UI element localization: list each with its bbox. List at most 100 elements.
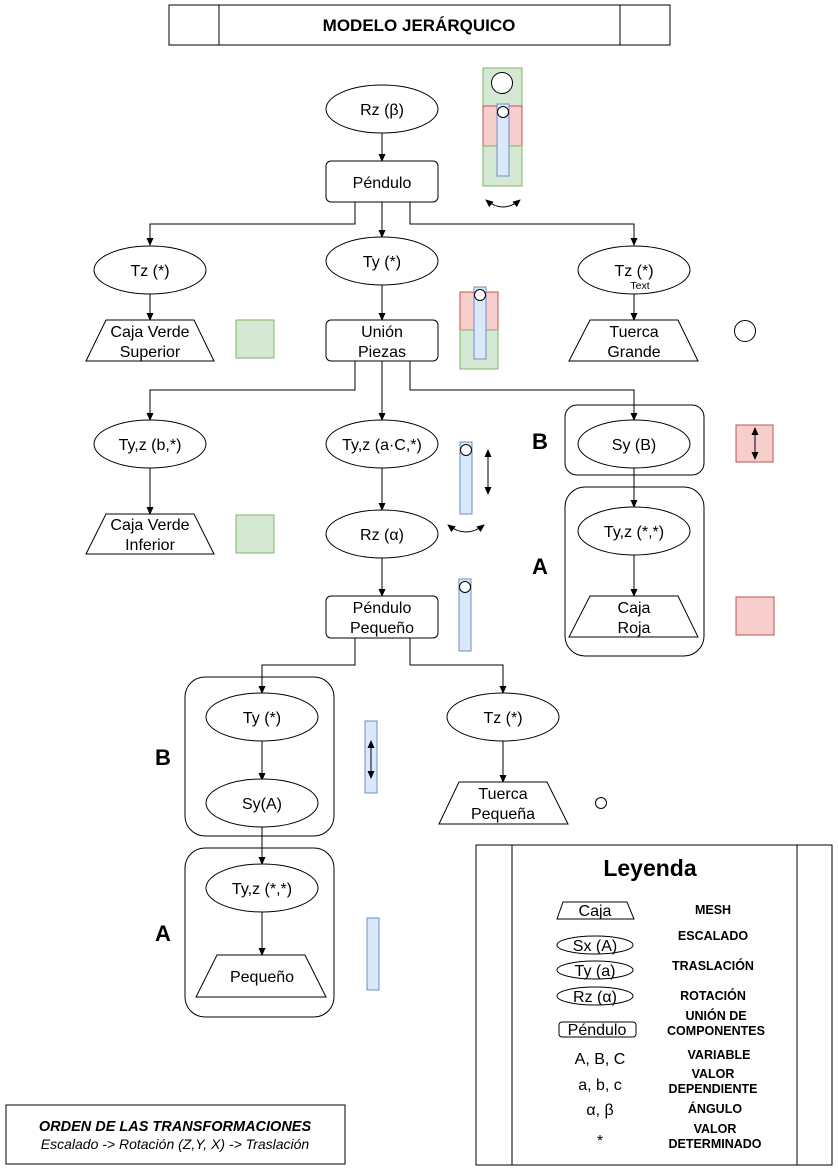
green-box-inferior-icon [235, 514, 275, 554]
small-blue-bar-icon [366, 917, 380, 991]
node-tz-star-small [446, 692, 560, 742]
node-tz-star-small-label: Tz (*) [483, 710, 522, 727]
scale-red-box-icon [735, 424, 774, 463]
legend-desc-mesh: MESH [695, 903, 731, 917]
node-tyz-star-small-label: Ty,z (*,*) [232, 881, 292, 898]
legend-symbol-union: Péndulo [568, 1022, 627, 1039]
order-box-title: ORDEN DE LAS TRANSFORMACIONES [39, 1119, 312, 1135]
mesh-caja-verde-superior-line2: Superior [120, 344, 181, 361]
legend-symbol-dependent: a, b, c [578, 1077, 622, 1094]
node-rz-alpha-label: Rz (α) [360, 527, 404, 544]
node-pendulo-pequeno [325, 595, 439, 639]
node-sy-b-label: Sy (B) [612, 437, 656, 454]
node-ty-star-small [205, 692, 319, 742]
legend-desc-translation: TRASLACIÓN [672, 958, 754, 973]
legend-desc-scale: ESCALADO [678, 929, 748, 943]
node-union-piezas-line2: Piezas [358, 344, 406, 361]
node-pendulo-pequeno-line2: Pequeño [350, 620, 414, 637]
legend-symbol-mesh: Caja [579, 903, 612, 920]
legend-desc-union-1: UNIÓN DE [685, 1008, 746, 1023]
translation-bar-illustration [459, 441, 492, 515]
red-box-icon [735, 596, 775, 636]
node-tyz-ac [325, 419, 439, 469]
node-ty-star-small-label: Ty (*) [243, 710, 281, 727]
title-box: MODELO JERÁRQUICO [168, 4, 671, 46]
node-sy-a [205, 778, 319, 828]
union-illustration [459, 286, 499, 370]
small-pendulum-bar-icon [458, 578, 472, 652]
mesh-caja-verde-inferior [85, 513, 215, 555]
node-pendulo [325, 160, 439, 203]
mesh-pequeno-label: Pequeño [230, 969, 294, 986]
group-label-a-left: A [155, 921, 171, 946]
order-box-text: Escalado -> Rotación (Z,Y, X) -> Traslac… [41, 1136, 310, 1152]
legend-desc-dependent-1: VALOR [692, 1067, 735, 1081]
node-tz-right-subtext: Text [630, 280, 649, 292]
node-union-piezas-line1: Unión [361, 324, 403, 341]
mesh-tuerca-pequena-line2: Pequeña [471, 806, 535, 823]
mesh-tuerca-grande-line2: Grande [607, 344, 660, 361]
mesh-caja-verde-inferior-line2: Inferior [125, 537, 175, 554]
scale-blue-bar-icon [364, 720, 378, 794]
node-rz-beta [325, 84, 439, 134]
legend-desc-dependent-2: DEPENDIENTE [669, 1082, 758, 1096]
legend-desc-determined-1: VALOR [694, 1122, 737, 1136]
node-tz-left-label: Tz (*) [130, 263, 169, 280]
legend-translation-symbol [556, 960, 634, 980]
tuerca-pequena-icon [595, 797, 607, 809]
node-tyz-b [93, 419, 207, 469]
mesh-caja-roja [568, 595, 699, 638]
node-tyz-ac-label: Ty,z (a·C,*) [342, 437, 422, 454]
node-tyz-star-right [577, 506, 691, 556]
mesh-tuerca-pequena-line1: Tuerca [478, 786, 527, 803]
group-label-b-right: B [532, 429, 548, 454]
legend-desc-variable: VARIABLE [688, 1048, 751, 1062]
legend: Leyenda Caja MESH Sx (A) ESCALADO Ty (a)… [475, 844, 833, 1166]
tuerca-grande-icon [734, 320, 756, 342]
mesh-tuerca-grande-line1: Tuerca [609, 324, 658, 341]
node-sy-b [577, 419, 691, 469]
mesh-caja-roja-line1: Caja [618, 600, 651, 617]
group-label-b-left: B [155, 745, 171, 770]
order-box: ORDEN DE LAS TRANSFORMACIONES Escalado -… [5, 1104, 346, 1165]
group-label-a-right: A [532, 554, 548, 579]
node-tyz-star-right-label: Ty,z (*,*) [604, 524, 664, 541]
mesh-caja-verde-inferior-line1: Caja Verde [110, 517, 189, 534]
mesh-caja-verde-superior [85, 319, 215, 362]
node-ty-center [325, 236, 439, 286]
legend-title: Leyenda [603, 855, 697, 881]
node-rz-beta-label: Rz (β) [360, 102, 404, 119]
legend-mesh-symbol [556, 901, 635, 920]
legend-desc-union-2: COMPONENTES [667, 1024, 765, 1038]
pendulum-illustration [482, 67, 523, 208]
mesh-caja-roja-line2: Roja [618, 620, 651, 637]
node-tz-left [93, 245, 207, 295]
mesh-pequeno [195, 954, 327, 998]
legend-symbol-rotation: Rz (α) [573, 989, 617, 1006]
node-union-piezas [325, 319, 439, 362]
node-sy-a-label: Sy(A) [242, 796, 282, 813]
legend-symbol-angle: α, β [586, 1102, 613, 1119]
legend-symbol-determined: * [597, 1133, 603, 1150]
mesh-tuerca-grande [568, 319, 699, 362]
legend-rotation-symbol [556, 986, 634, 1006]
node-pendulo-label: Péndulo [353, 175, 412, 192]
legend-symbol-translation: Ty (a) [575, 963, 616, 980]
node-tz-right [577, 245, 691, 295]
node-tz-right-label: Tz (*) [614, 263, 653, 280]
node-pendulo-pequeno-line1: Péndulo [353, 600, 412, 617]
node-tyz-b-label: Ty,z (b,*) [119, 437, 182, 454]
node-rz-alpha [325, 509, 439, 559]
legend-symbol-variable: A, B, C [575, 1051, 626, 1068]
rotation-alpha-icon [447, 524, 485, 533]
legend-scale-symbol [556, 935, 634, 955]
mesh-tuerca-pequena [438, 781, 569, 825]
mesh-caja-verde-superior-line1: Caja Verde [110, 324, 189, 341]
green-box-superior-icon [235, 319, 275, 359]
connectors [146, 133, 638, 956]
legend-desc-determined-2: DETERMINADO [668, 1137, 761, 1151]
legend-union-symbol [558, 1021, 637, 1038]
legend-desc-rotation: ROTACIÓN [680, 988, 746, 1003]
node-ty-center-label: Ty (*) [363, 254, 401, 271]
